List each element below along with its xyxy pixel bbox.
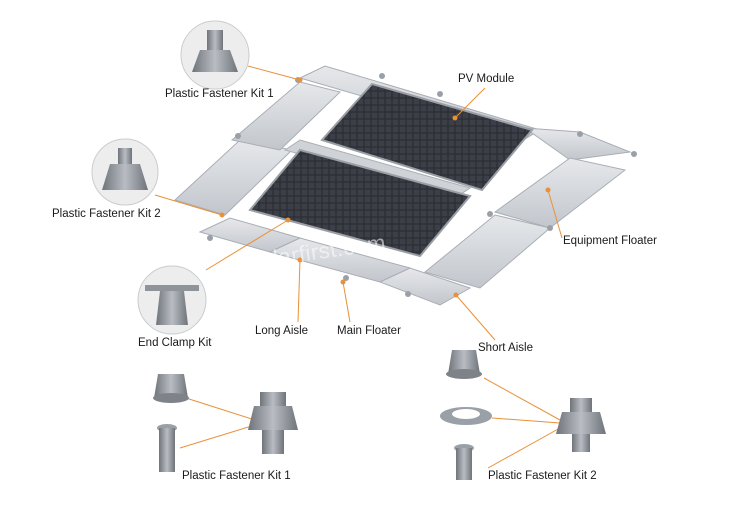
end-clamp-zoom-part [145, 285, 199, 325]
fastener-posts [207, 73, 637, 297]
label-main-floater: Main Floater [337, 325, 401, 337]
kit-2-cap-part [446, 350, 482, 379]
pv-module-upper [320, 82, 534, 192]
pv-module-lower [248, 148, 472, 258]
label-plastic-fastener-kit-1-top: Plastic Fastener Kit 1 [165, 88, 274, 100]
label-short-aisle: Short Aisle [478, 342, 533, 354]
leader-lines [154, 65, 563, 469]
kit-2-zoom-part [102, 148, 148, 190]
label-equipment-floater: Equipment Floater [563, 235, 657, 247]
floater-left-aisle-2 [230, 81, 341, 151]
label-plastic-fastener-kit-2-bottom: Plastic Fastener Kit 2 [488, 470, 597, 482]
label-pv-module: PV Module [458, 73, 515, 85]
kit-2-assembled-part [556, 398, 606, 452]
floater-top-right [523, 127, 632, 161]
floater-right-equipment [493, 157, 627, 229]
floater-bottom-short [378, 267, 472, 306]
kit-1-bolt-part [157, 424, 177, 472]
kit-2-bolt-part [454, 444, 474, 480]
label-plastic-fastener-kit-2-top: Plastic Fastener Kit 2 [52, 208, 161, 220]
label-plastic-fastener-kit-1-bottom: Plastic Fastener Kit 1 [182, 470, 291, 482]
label-long-aisle: Long Aisle [255, 325, 309, 337]
kit-1-cap-part [153, 374, 189, 403]
kit-1-assembled-part [248, 392, 298, 454]
kit-1-zoom-part [192, 30, 238, 72]
kit-2-ring-part [440, 407, 492, 425]
label-end-clamp-kit: End Clamp Kit [138, 337, 212, 349]
